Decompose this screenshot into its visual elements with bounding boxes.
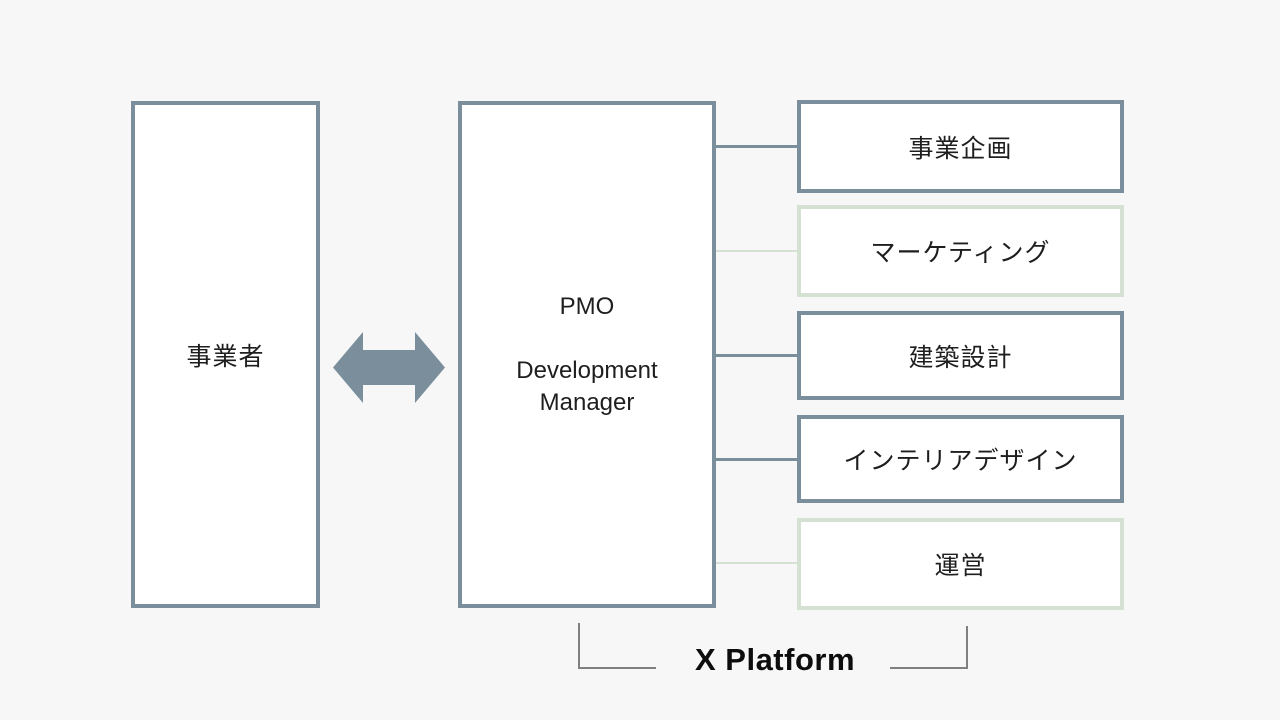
box-marketing: マーケティング <box>797 205 1124 297</box>
connector-operations <box>716 562 797 564</box>
development-line: Development <box>516 356 658 384</box>
platform-bracket-right-icon <box>890 626 968 669</box>
box-architecture-design: 建築設計 <box>797 311 1124 400</box>
box-interior-design: インテリアデザイン <box>797 415 1124 503</box>
pmo-development-manager-box: PMO Development Manager <box>458 101 716 608</box>
connector-interior-design <box>716 458 797 461</box>
box-marketing-label: マーケティング <box>870 239 1051 267</box>
pmo-box-text: PMO Development Manager <box>516 291 657 419</box>
platform-bracket-left-icon <box>578 623 656 669</box>
business-operator-label: 事業者 <box>186 342 265 371</box>
box-architecture-design-label: 建築設計 <box>908 343 1013 372</box>
box-interior-design-label: インテリアデザイン <box>843 447 1078 475</box>
platform-label: X Platform <box>694 642 856 677</box>
double-arrow-icon <box>333 332 445 403</box>
pmo-line: PMO <box>559 292 615 320</box>
connector-marketing <box>716 250 797 252</box>
connector-architecture-design <box>716 354 797 357</box>
box-business-planning-label: 事業企画 <box>908 134 1013 163</box>
box-operations: 運営 <box>797 518 1124 610</box>
box-operations-label: 運営 <box>934 552 987 580</box>
manager-line: Manager <box>539 388 635 416</box>
box-business-planning: 事業企画 <box>797 100 1124 193</box>
business-operator-box: 事業者 <box>131 101 320 608</box>
connector-business-planning <box>716 145 797 148</box>
